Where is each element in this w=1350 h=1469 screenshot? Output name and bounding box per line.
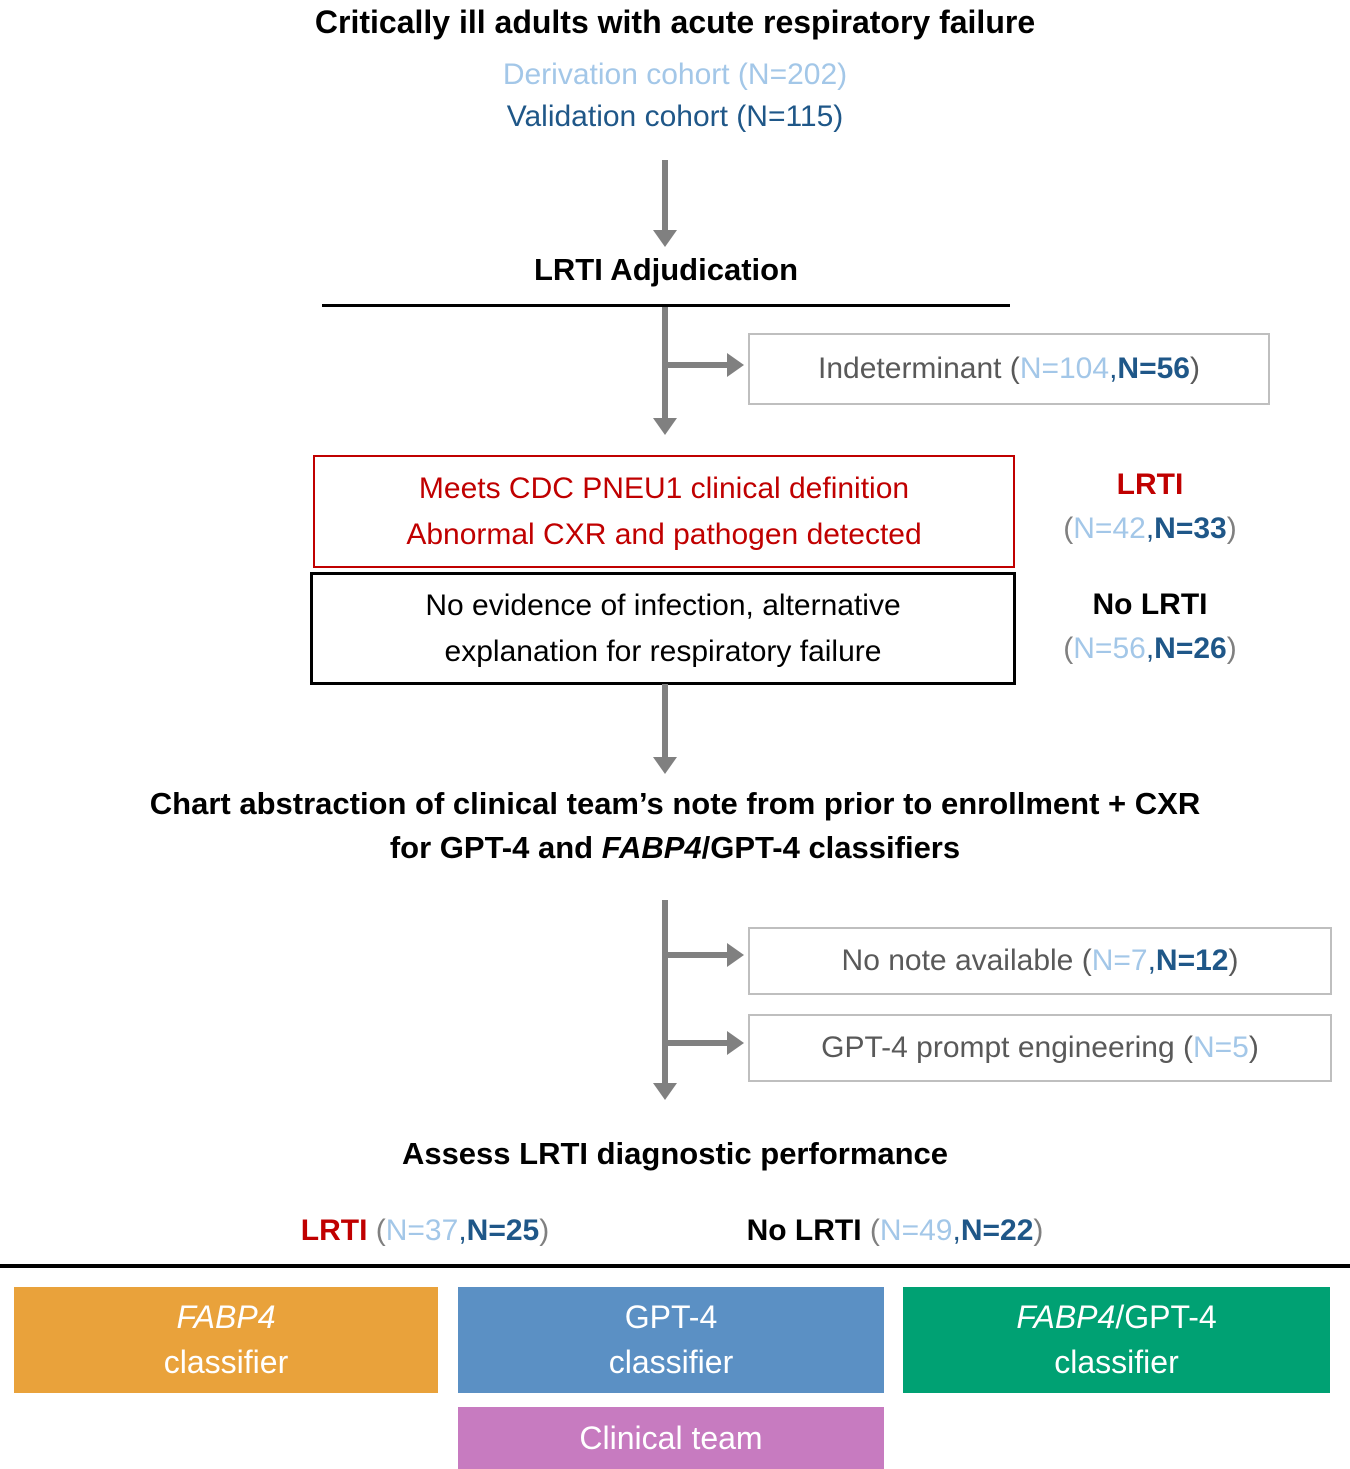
no-lrti-n-validation: N=26 xyxy=(1154,632,1227,665)
text: for GPT-4 and xyxy=(389,830,602,865)
paren: ( xyxy=(861,1214,880,1247)
comma: , xyxy=(1145,512,1155,545)
assess-heading: Assess LRTI diagnostic performance xyxy=(401,1136,949,1171)
paren: ) xyxy=(1033,1214,1044,1247)
fabp4-gpt4-classifier-name-rest: /GPT-4 xyxy=(1115,1299,1217,1335)
chart-abstraction-heading-line1: Chart abstraction of clinical team’s not… xyxy=(149,786,1201,821)
fabp4-classifier-name: FABP4 xyxy=(176,1299,276,1335)
indeterminant-n-derivation: N=104 xyxy=(1019,352,1110,385)
no-note-label: No note available ( xyxy=(841,944,1092,977)
lrti-n-derivation: N=42 xyxy=(1073,512,1146,545)
branch-arrow-icon xyxy=(727,943,744,967)
branch-arrow-icon xyxy=(665,362,727,368)
lrti-outcome-label: LRTI xyxy=(1116,468,1184,501)
lrti-adjudication-heading: LRTI Adjudication xyxy=(533,252,799,287)
paren: ) xyxy=(1248,1031,1259,1064)
indeterminant-label: Indeterminant ( xyxy=(818,352,1020,385)
lrti-criteria-box: Meets CDC PNEU1 clinical definition Abno… xyxy=(313,455,1015,568)
clinical-team-box: Clinical team xyxy=(458,1407,884,1469)
branch-arrow-icon xyxy=(727,1031,744,1055)
lrti-criteria-line1: Meets CDC PNEU1 clinical definition xyxy=(418,471,910,505)
arrow-down-icon xyxy=(662,900,668,1083)
results-no-lrti-n-validation: N=22 xyxy=(960,1214,1034,1247)
classifier-word: classifier xyxy=(1054,1344,1179,1380)
arrow-down-icon xyxy=(662,684,668,757)
paren: ) xyxy=(1226,512,1237,545)
comma: , xyxy=(1147,944,1156,977)
no-lrti-criteria-line1: No evidence of infection, alternative xyxy=(425,588,901,622)
branch-arrow-icon xyxy=(665,952,727,958)
results-no-lrti-n-derivation: N=49 xyxy=(879,1214,953,1247)
indeterminant-comma: , xyxy=(1109,352,1118,385)
derivation-cohort-label: Derivation cohort (N=202) xyxy=(502,58,848,91)
clinical-team-label: Clinical team xyxy=(579,1419,763,1456)
comma: , xyxy=(1145,632,1155,665)
classifier-word: classifier xyxy=(163,1344,289,1380)
no-lrti-criteria-line2: explanation for respiratory failure xyxy=(444,634,882,668)
results-lrti-n-validation: N=25 xyxy=(466,1214,540,1247)
lrti-n-validation: N=33 xyxy=(1154,512,1227,545)
prompt-engineering-label: GPT-4 prompt engineering ( xyxy=(821,1031,1193,1064)
gpt4-classifier-box: GPT-4 classifier xyxy=(458,1287,884,1393)
prompt-engineering-n: N=5 xyxy=(1192,1031,1249,1064)
no-lrti-outcome-label: No LRTI xyxy=(1092,588,1208,621)
fabp4-gpt4-classifier-name-italic: FABP4 xyxy=(1016,1299,1116,1335)
validation-cohort-label: Validation cohort (N=115) xyxy=(506,100,844,133)
branch-arrow-icon xyxy=(665,1040,727,1046)
arrow-down-icon xyxy=(662,160,668,230)
classifier-word: classifier xyxy=(608,1344,734,1380)
indeterminant-box: Indeterminant (N=104,N=56) xyxy=(748,333,1270,405)
fabp4-classifier-box: FABP4 classifier xyxy=(14,1287,438,1393)
paren: ) xyxy=(539,1214,550,1247)
results-lrti-label: LRTI xyxy=(300,1214,368,1247)
no-lrti-criteria-box: No evidence of infection, alternative ex… xyxy=(310,572,1016,685)
indeterminant-close: ) xyxy=(1189,352,1200,385)
lrti-outcome-counts: (N=42,N=33) xyxy=(1020,508,1280,550)
heading-underline xyxy=(322,304,1010,307)
lrti-criteria-line2: Abnormal CXR and pathogen detected xyxy=(406,517,922,551)
arrow-down-icon xyxy=(653,230,677,247)
paren: ( xyxy=(367,1214,386,1247)
results-no-lrti: No LRTI (N=49,N=22) xyxy=(670,1210,1120,1252)
arrow-down-icon xyxy=(653,757,677,774)
fabp4-gpt4-classifier-box: FABP4/GPT-4 classifier xyxy=(903,1287,1330,1393)
paren: ) xyxy=(1226,632,1237,665)
no-note-n-validation: N=12 xyxy=(1155,944,1229,977)
results-lrti: LRTI (N=37,N=25) xyxy=(200,1210,650,1252)
chart-abstraction-heading-line2: for GPT-4 and FABP4/GPT-4 classifiers xyxy=(0,830,1350,866)
separator-line xyxy=(0,1264,1350,1268)
no-lrti-n-derivation: N=56 xyxy=(1073,632,1146,665)
results-no-lrti-label: No LRTI xyxy=(746,1214,862,1247)
no-note-box: No note available (N=7,N=12) xyxy=(748,927,1332,995)
comma: , xyxy=(952,1214,961,1247)
text: /GPT-4 classifiers xyxy=(701,830,961,865)
prompt-engineering-box: GPT-4 prompt engineering (N=5) xyxy=(748,1014,1332,1082)
paren: ) xyxy=(1228,944,1239,977)
branch-arrow-icon xyxy=(727,353,744,377)
indeterminant-n-validation: N=56 xyxy=(1117,352,1190,385)
no-lrti-outcome-counts: (N=56,N=26) xyxy=(1020,628,1280,670)
paren: ( xyxy=(1063,512,1074,545)
fabp4-italic: FABP4 xyxy=(601,830,702,865)
no-note-n-derivation: N=7 xyxy=(1091,944,1148,977)
gpt4-classifier-name: GPT-4 xyxy=(624,1299,718,1335)
figure-title: Critically ill adults with acute respira… xyxy=(314,4,1036,40)
paren: ( xyxy=(1063,632,1074,665)
results-lrti-n-derivation: N=37 xyxy=(385,1214,459,1247)
arrow-down-icon xyxy=(653,1083,677,1100)
arrow-down-icon xyxy=(653,418,677,435)
comma: , xyxy=(458,1214,467,1247)
